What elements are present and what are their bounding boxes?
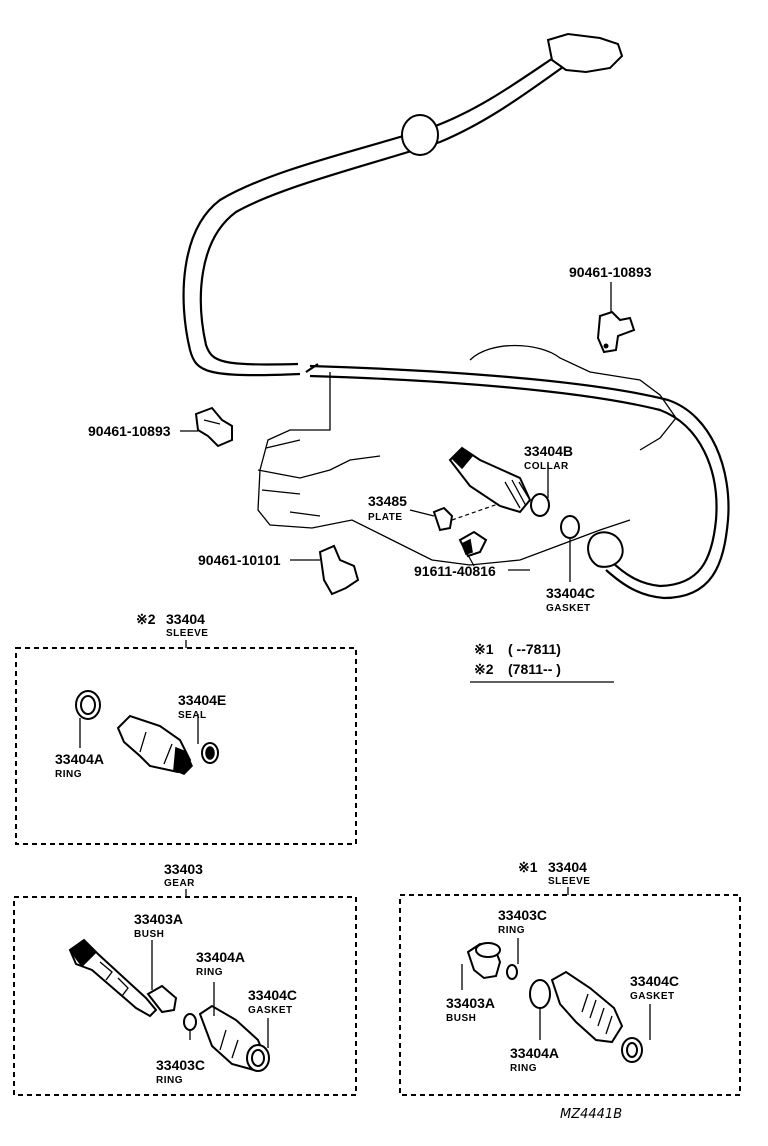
plate-label-pn: 33485 — [368, 493, 407, 509]
note-2-mark: ※2 — [474, 661, 494, 677]
plate-33485: 33485 PLATE — [368, 493, 499, 532]
note-1-mark: ※1 — [474, 641, 494, 657]
sleeve1-ring-a-name: RING — [510, 1063, 537, 1074]
gear-ring-c-pn: 33403C — [156, 1057, 205, 1073]
transmission-housing — [257, 344, 677, 566]
sleeve-2-group: ※2 33404 SLEEVE 33404A RING 33404E SEAL — [15, 611, 357, 845]
sleeve1-ring-a-pn: 33404A — [510, 1045, 559, 1061]
collar-label-pn: 33404B — [524, 443, 573, 459]
gear-bush-pn: 33403A — [134, 911, 183, 927]
speedometer-cable — [182, 32, 730, 600]
sleeve1-ring-c-name: RING — [498, 925, 525, 936]
sleeve-1-group: ※1 33404 SLEEVE 33403A BUSH 33403C RING … — [399, 859, 741, 1096]
note-1-range: ( --7811) — [508, 641, 561, 657]
sleeve1-pn: 33404 — [548, 859, 587, 875]
sleeve1-mark: ※1 — [518, 859, 538, 875]
sleeve1-gasket-name: GASKET — [630, 991, 675, 1002]
gear-bush-name: BUSH — [134, 929, 164, 940]
screw-91611-40816: 91611-40816 — [414, 530, 530, 579]
gasket-label-name: GASKET — [546, 603, 591, 614]
sleeve2-name: SLEEVE — [166, 628, 208, 639]
screw-label: 91611-40816 — [414, 563, 496, 579]
gear-gasket-pn: 33404C — [248, 987, 297, 1003]
sleeve1-ring-c-pn: 33403C — [498, 907, 547, 923]
sleeve2-pn: 33404 — [166, 611, 205, 627]
collar-label-name: COLLAR — [524, 461, 569, 472]
sleeve1-name: SLEEVE — [548, 876, 590, 887]
clip-bottom-label: 90461-10101 — [198, 552, 281, 568]
clip-90461-10101: 90461-10101 — [198, 544, 360, 596]
clip-left-label: 90461-10893 — [88, 423, 171, 439]
sleeve-assembly-main — [448, 446, 624, 568]
gear-ring-a-name: RING — [196, 967, 223, 978]
gear-group: 33403 GEAR 33403A BUSH 33403C RING 33404… — [13, 861, 357, 1096]
sleeve1-gasket-pn: 33404C — [630, 973, 679, 989]
sleeve2-seal-name: SEAL — [178, 710, 207, 721]
gear-pn: 33403 — [164, 861, 203, 877]
sleeve2-mark: ※2 — [136, 611, 156, 627]
sleeve2-seal-pn: 33404E — [178, 692, 226, 708]
note-2-range: (7811-- ) — [508, 661, 561, 677]
gear-gasket-name: GASKET — [248, 1005, 293, 1016]
gasket-label-pn: 33404C — [546, 585, 595, 601]
clip-90461-10893-left: 90461-10893 — [88, 406, 233, 448]
clip-top-label: 90461-10893 — [569, 264, 652, 280]
sleeve2-ring-name: RING — [55, 769, 82, 780]
gear-name: GEAR — [164, 878, 195, 889]
sleeve2-ring-pn: 33404A — [55, 751, 104, 767]
sleeve1-bush-pn: 33403A — [446, 995, 495, 1011]
drawing-code: MZ4441B — [560, 1107, 622, 1122]
plate-label-name: PLATE — [368, 512, 403, 523]
clip-90461-10893-top: 90461-10893 — [569, 264, 652, 354]
sleeve1-bush-name: BUSH — [446, 1013, 476, 1024]
gear-ring-c-name: RING — [156, 1075, 183, 1086]
gear-ring-a-pn: 33404A — [196, 949, 245, 965]
applicability-notes: ※1 ( --7811) ※2 (7811-- ) — [470, 641, 614, 683]
